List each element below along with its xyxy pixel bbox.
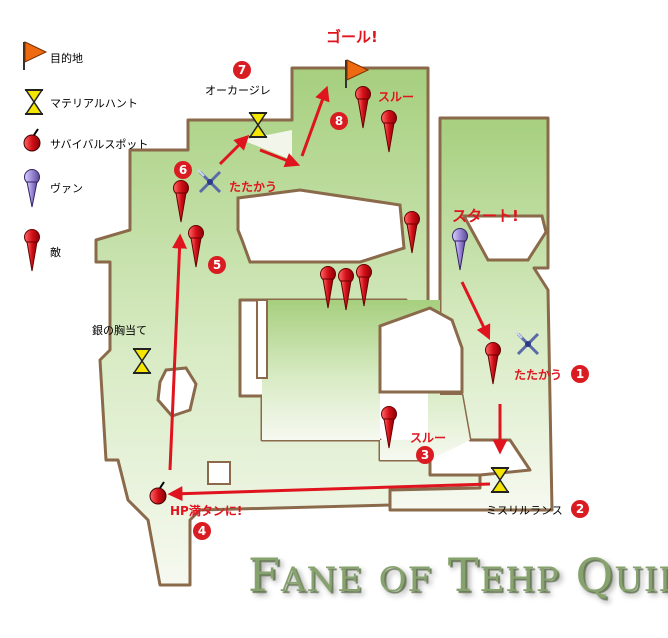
step-3: 3 (416, 446, 434, 464)
goal-flag-icon (345, 59, 370, 88)
title-letter-f: F (248, 548, 281, 602)
legend-survival-icon (23, 128, 41, 152)
hole-center (378, 306, 464, 394)
vaan-marker (452, 228, 468, 271)
ogre-jile-label: オーカージレ (205, 84, 271, 97)
title-letter-t: T (447, 548, 480, 602)
goal-label: ゴール! (326, 28, 378, 46)
battle-icon (515, 331, 540, 356)
title-letter-q: Q (575, 548, 615, 602)
pass-label-top: スルー (378, 90, 415, 104)
legend-survival-spot-label: サバイバルスポット (50, 138, 149, 151)
legend-vaan-label: ヴァン (50, 182, 83, 195)
fight-label-right: たたかう (514, 368, 563, 382)
legend-flag-icon (23, 41, 48, 70)
legend-hourglass-icon (24, 89, 44, 115)
title-of: OF (378, 560, 433, 600)
step-1: 1 (571, 365, 589, 383)
silver-breastplate-label: 銀の胸当て (92, 324, 147, 337)
pass-label-mid: スルー (410, 431, 447, 445)
survival-spot-icon (149, 481, 167, 505)
legend-materia-hunt-label: マテリアルハント (50, 97, 138, 110)
mythril-lance-label: ミスリルランス (486, 504, 563, 517)
step-8: 8 (330, 112, 348, 130)
legend-destination-label: 目的地 (50, 52, 83, 65)
step-2: 2 (571, 500, 589, 518)
legend-enemy-icon (24, 229, 40, 272)
hole-upper (236, 188, 406, 264)
start-label: スタート! (452, 207, 519, 225)
step-5: 5 (208, 256, 226, 274)
title-rest-1: ANE (280, 560, 364, 600)
hole-left (156, 366, 198, 418)
step-6: 6 (174, 161, 192, 179)
legend-vaan-icon (24, 169, 40, 208)
floor-main (94, 66, 482, 587)
hole-right-top (461, 214, 548, 262)
hole-pillar (256, 299, 268, 379)
title-rest-3: UIL (614, 560, 668, 600)
legend-enemy-label: 敵 (50, 246, 61, 259)
battle-icon (197, 169, 222, 194)
title-rest-2: EHP (479, 560, 560, 600)
floor-center (262, 300, 428, 440)
hole-small (207, 461, 231, 485)
map-title: FANE OF TEHP QUIL (248, 548, 668, 602)
fight-label-upper: たたかう (229, 180, 278, 194)
step-7: 7 (233, 61, 251, 79)
route (167, 85, 508, 502)
step-4: 4 (193, 522, 211, 540)
hp-full-label: HP満タンに! (170, 504, 243, 518)
